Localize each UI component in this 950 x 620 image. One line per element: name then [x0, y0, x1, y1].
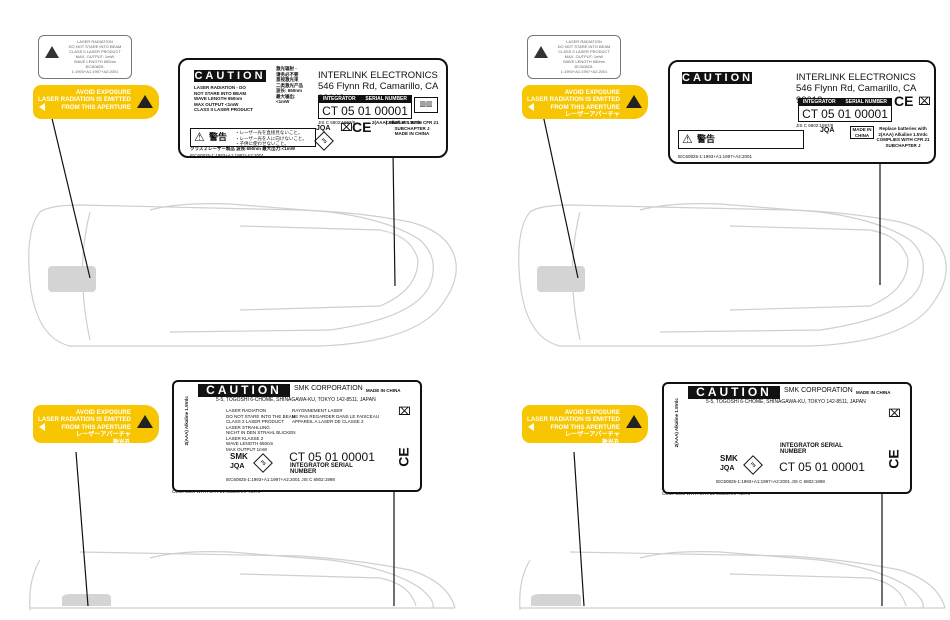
caution-label-smk-revised: CAUTION SMK CORPORATION MADE IN CHINA 5-…: [662, 382, 912, 494]
serial-number-box: INTEGRATOR SERIAL NUMBER CT 05 01 00001: [779, 443, 865, 474]
serial-number: CT 05 01 00001: [802, 107, 888, 121]
arrow-left-icon: [528, 423, 534, 431]
arrow-left-icon: [39, 423, 45, 431]
leader-line: [75, 451, 89, 607]
company-name: SMK CORPORATION: [784, 387, 853, 394]
aperture-label-yellow: AVOID EXPOSURE LASER RADIATION IS EMITTE…: [33, 405, 159, 446]
leader-line: [49, 109, 91, 279]
caution-banner: CAUTION: [194, 70, 266, 82]
leader-line: [392, 151, 396, 287]
ce-mark: CE: [395, 447, 412, 467]
laser-hazard-icon: [626, 95, 642, 108]
laser-hazard-icon: [626, 415, 642, 428]
caution-label-interlink-revised: CAUTION INTERLINK ELECTRONICS 546 Flynn …: [668, 60, 936, 164]
company-name: SMK CORPORATION: [294, 385, 363, 392]
laser-warning-small-label: LASER RADIATION DO NOT STARE INTO BEAM C…: [527, 35, 621, 79]
device-body-bottom-left: [29, 551, 456, 611]
weee-bin-icon: ⌧: [398, 406, 411, 418]
serial-number: CT 05 01 00001: [289, 450, 375, 464]
aperture-label-yellow: AVOID EXPOSURE LASER RADIATION IS EMITTE…: [522, 85, 648, 126]
warning-triangle-icon: ⚠: [194, 130, 205, 144]
laser-hazard-icon: [137, 415, 153, 428]
serial-number: CT 05 01 00001: [322, 104, 408, 118]
device-body-bottom-right: [519, 551, 946, 611]
caution-banner: CAUTION: [198, 384, 290, 397]
leader-line: [541, 109, 579, 279]
company-name: INTERLINK ELECTRONICS: [796, 72, 916, 83]
aperture-window: [537, 266, 585, 292]
weee-bin-icon: ⌧: [888, 408, 901, 420]
caution-banner: CAUTION: [688, 386, 780, 399]
caution-label-interlink: CAUTION LASER RADIATION - DO NOT STARE I…: [178, 58, 448, 158]
ce-mark: CE: [352, 119, 372, 135]
laser-hazard-icon: [534, 46, 548, 58]
weee-bin-icon: ⌧: [340, 122, 353, 134]
ce-mark: CE: [894, 93, 914, 109]
weee-bin-icon: ⌧: [918, 96, 931, 108]
leader-line: [573, 451, 585, 607]
aperture-label-yellow: AVOID EXPOSURE LASER RADIATION IS EMITTE…: [522, 405, 648, 446]
caution-banner: CAUTION: [682, 72, 754, 84]
device-inner-top-left: [149, 203, 434, 333]
aperture-window: [62, 594, 111, 606]
arrow-left-icon: [528, 103, 534, 111]
japanese-warning-box: ⚠ 警告: [678, 130, 804, 149]
warning-triangle-icon: ⚠: [682, 132, 693, 146]
ce-mark: CE: [885, 449, 902, 469]
ps-mark-icon: PS: [743, 455, 763, 475]
laser-hazard-icon: [137, 95, 153, 108]
serial-number: CT 05 01 00001: [779, 460, 865, 474]
company-name: INTERLINK ELECTRONICS: [318, 70, 438, 81]
aperture-label-yellow: AVOID EXPOSURE LASER RADIATION IS EMITTE…: [33, 85, 159, 119]
aperture-window: [531, 594, 581, 606]
japanese-warning-box: ⚠ 警告 ・レーザー光を直接見ないこと。 ・レーザー光を人に向けないこと。 ・子…: [190, 128, 316, 147]
laser-warning-small-label: LASER RADIATION DO NOT STARE INTO BEAM C…: [38, 35, 132, 79]
barcode-icon: ▥▥: [414, 97, 438, 113]
ps-mark-icon: PS: [314, 131, 334, 151]
ps-mark-icon: PS: [253, 453, 273, 473]
caution-label-smk: CAUTION SMK CORPORATION MADE IN CHINA 5-…: [172, 380, 422, 492]
aperture-window: [48, 266, 96, 292]
laser-hazard-icon: [45, 46, 59, 58]
arrow-left-icon: [39, 103, 45, 111]
serial-number-box: CT 05 01 00001 INTEGRATOR SERIAL NUMBER: [289, 450, 375, 475]
device-inner-top-right: [639, 203, 924, 333]
